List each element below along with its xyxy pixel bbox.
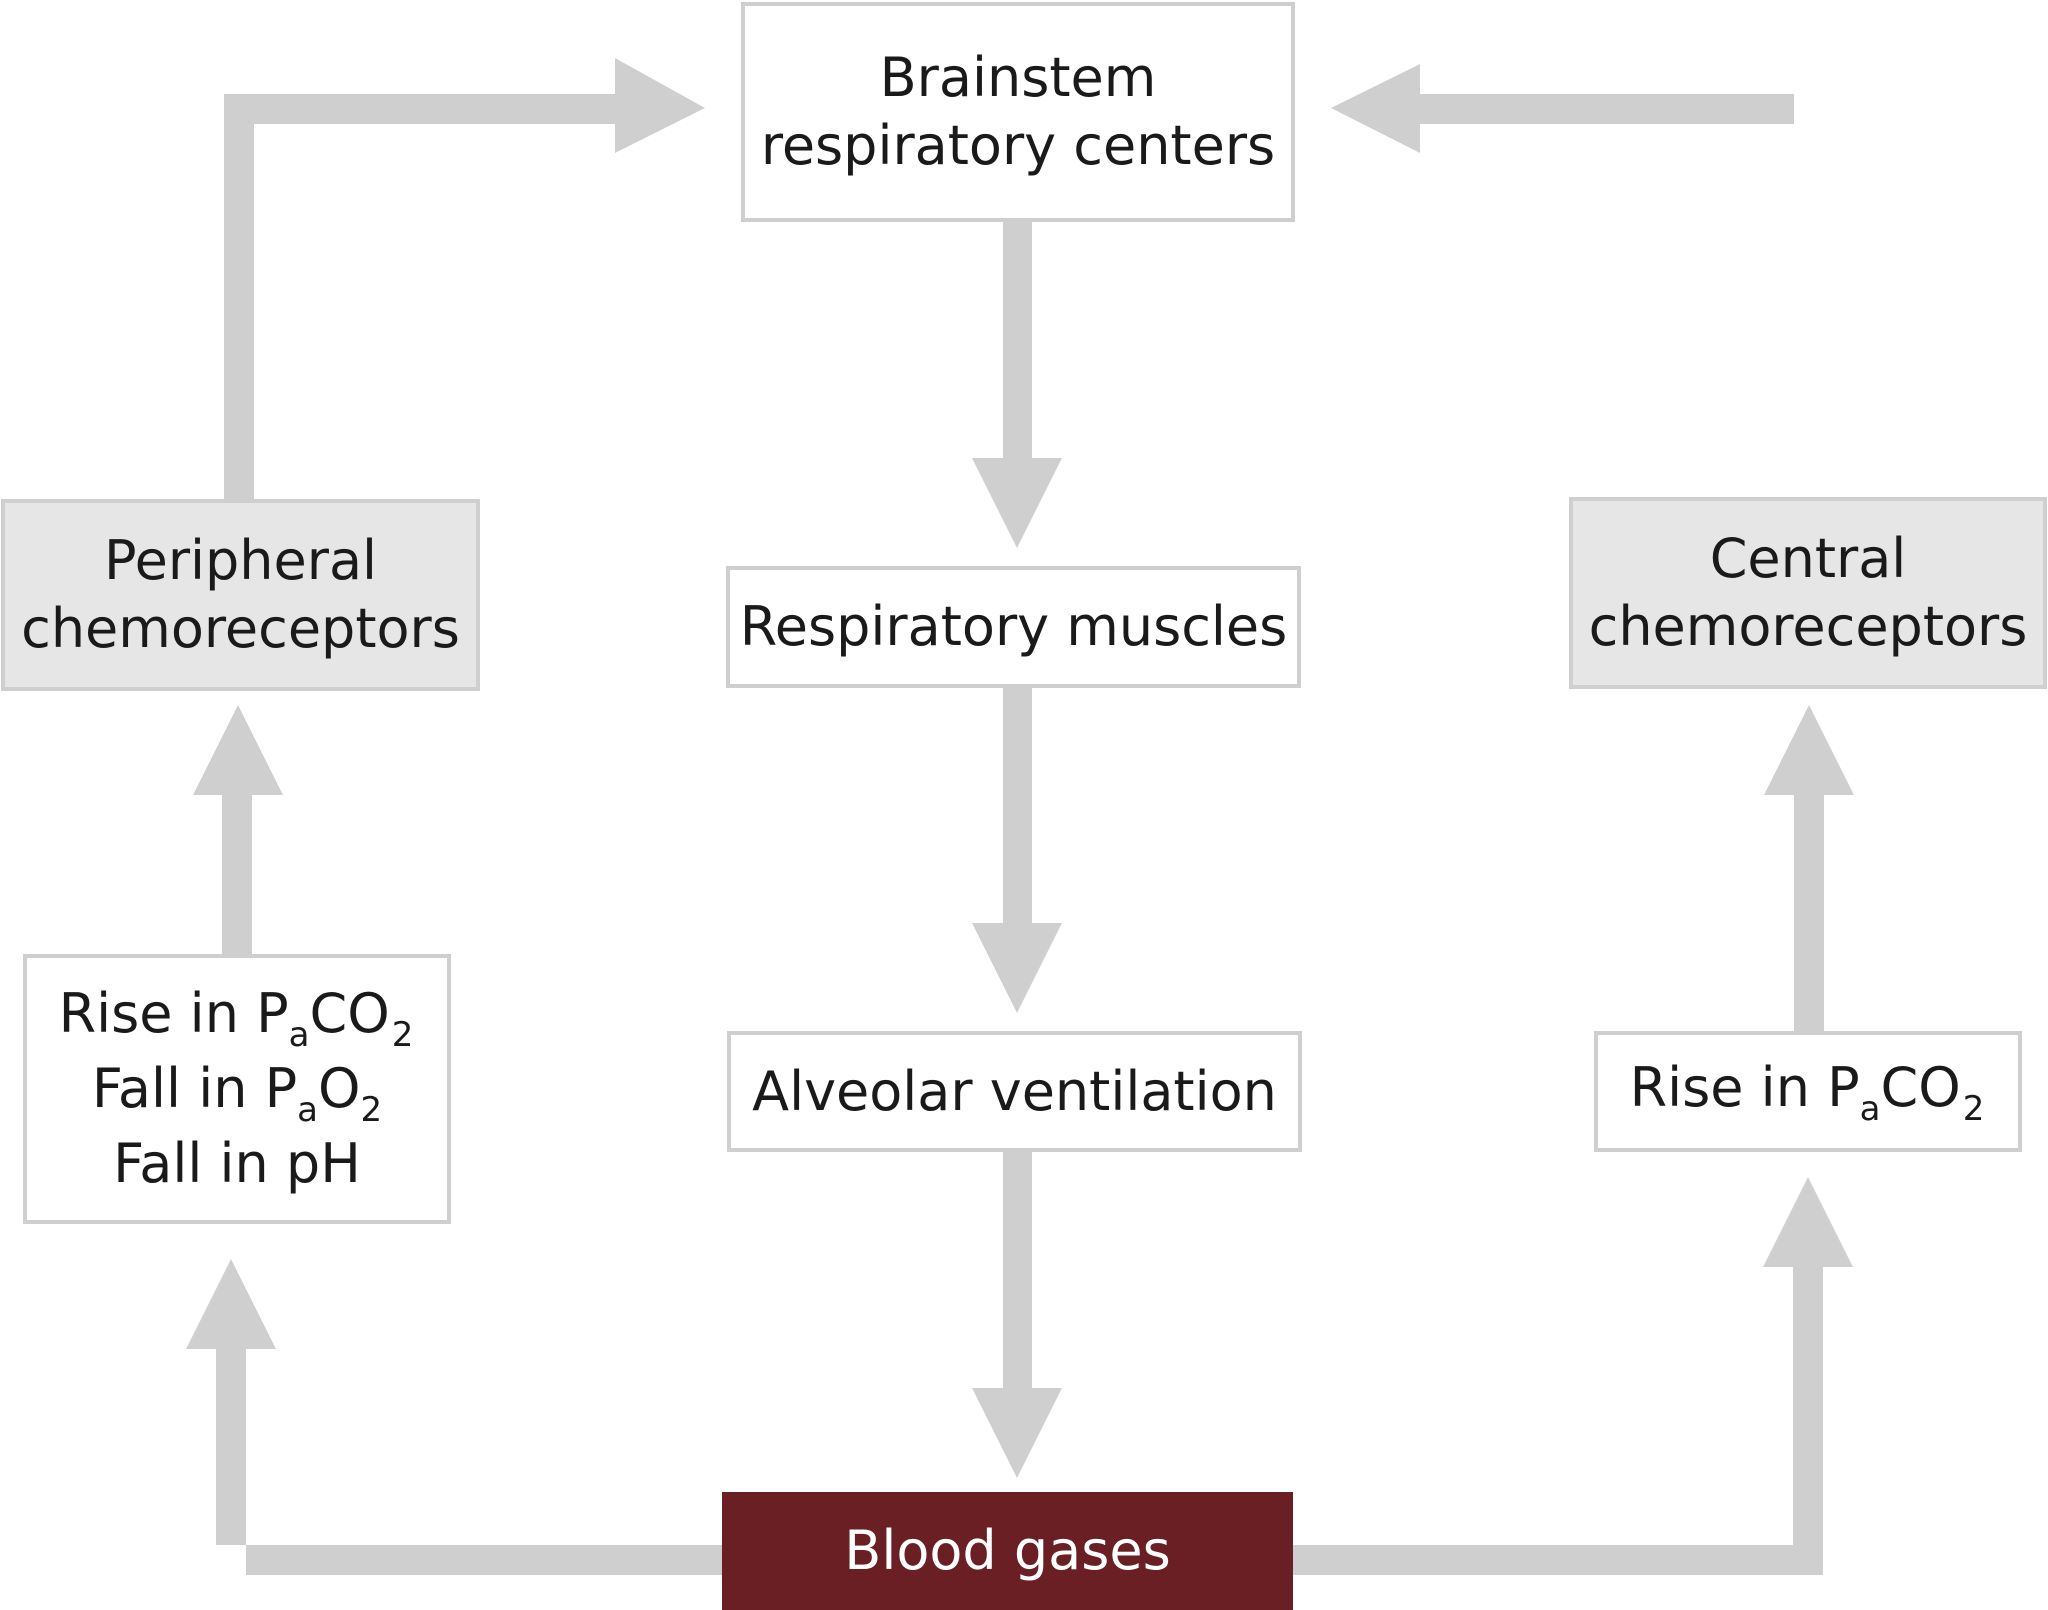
respiratory-muscles-box: Respiratory muscles (726, 566, 1301, 688)
stimulus-fall-ph: Fall in pH (113, 1132, 361, 1195)
respiratory-muscles-label: Respiratory muscles (739, 595, 1288, 658)
arrow-central-to-brainstem (1331, 64, 1794, 500)
brainstem-label-line1: Brainstem (879, 46, 1157, 109)
brainstem-label-line2: respiratory centers (760, 114, 1276, 177)
arrow-brainstem-to-muscles (972, 222, 1062, 548)
arrow-ventilation-to-blood-gases (972, 1152, 1062, 1478)
stimulus-rise-paco2: Rise in PaCO2 (59, 980, 416, 1055)
central-stimulus-sub-a: a (1859, 1089, 1881, 1129)
stimulus-rise-paco2-mid: CO (309, 982, 390, 1045)
brainstem-respiratory-centers-box: Brainstem respiratory centers (741, 2, 1295, 222)
stimulus-fall-pao2-mid: O (318, 1057, 361, 1120)
central-stimulus-mid: CO (1880, 1056, 1961, 1119)
arrow-blood-gases-to-peripheral-stimuli (186, 1259, 722, 1575)
stimulus-fall-pao2-sub-a: a (297, 1090, 318, 1130)
arrow-peripheral-to-brainstem (224, 58, 705, 500)
stimulus-rise-paco2-sub-a: a (288, 1015, 310, 1055)
alveolar-ventilation-box: Alveolar ventilation (727, 1031, 1302, 1152)
blood-gases-box: Blood gases (722, 1492, 1293, 1610)
stimulus-rise-paco2-prefix: Rise in P (58, 982, 289, 1045)
stimulus-fall-pao2-sub-2: 2 (360, 1090, 383, 1130)
peripheral-stimuli-box: Rise in PaCO2 Fall in PaO2 Fall in pH (23, 954, 451, 1224)
central-label-line1: Central (1709, 527, 1907, 590)
stimulus-fall-pao2-prefix: Fall in P (91, 1057, 298, 1120)
central-chemoreceptors-box: Central chemoreceptors (1569, 497, 2047, 689)
stimulus-rise-paco2-sub-2: 2 (391, 1015, 414, 1055)
peripheral-label-line1: Peripheral (103, 529, 378, 592)
peripheral-label-line2: chemoreceptors (21, 597, 460, 660)
peripheral-chemoreceptors-box: Peripheral chemoreceptors (1, 499, 480, 691)
central-stimulus-rise-paco2: Rise in PaCO2 (1630, 1054, 1987, 1129)
alveolar-ventilation-label: Alveolar ventilation (752, 1059, 1277, 1123)
central-label-line2: chemoreceptors (1588, 595, 2028, 658)
arrow-muscles-to-ventilation (972, 688, 1062, 1013)
arrow-central-stimulus-to-central (1764, 705, 1854, 1033)
arrow-blood-gases-to-central-stimulus (1293, 1177, 1853, 1575)
blood-gases-label: Blood gases (844, 1519, 1171, 1582)
central-stimulus-box: Rise in PaCO2 (1594, 1031, 2022, 1152)
central-stimulus-prefix: Rise in P (1629, 1056, 1860, 1119)
arrow-peripheral-stimuli-to-peripheral (193, 705, 283, 955)
central-stimulus-sub-2: 2 (1962, 1089, 1985, 1129)
stimulus-fall-pao2: Fall in PaO2 (92, 1055, 382, 1130)
